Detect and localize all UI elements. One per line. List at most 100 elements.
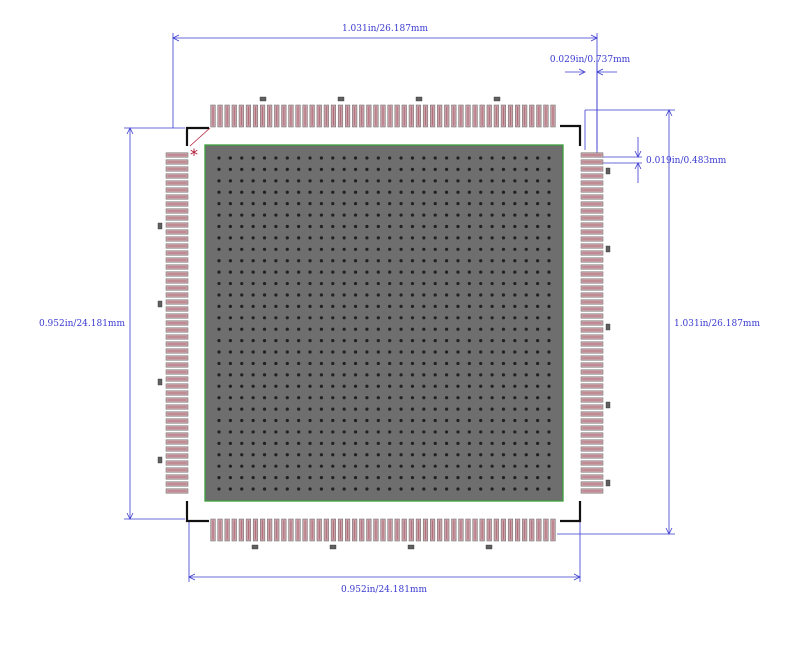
thermal-via xyxy=(467,304,471,308)
thermal-via xyxy=(490,441,494,445)
thermal-via xyxy=(399,259,403,263)
left-pad xyxy=(165,488,189,494)
thermal-via xyxy=(353,247,358,251)
left-pad xyxy=(165,313,189,319)
thermal-via xyxy=(433,167,437,172)
thermal-via xyxy=(399,453,403,457)
thermal-via xyxy=(308,407,312,411)
thermal-via xyxy=(228,304,232,308)
top-pad xyxy=(295,104,301,128)
top-pad xyxy=(245,104,251,128)
thermal-via xyxy=(388,270,392,274)
thermal-via xyxy=(547,407,551,411)
thermal-via xyxy=(353,156,358,160)
thermal-via xyxy=(536,430,540,434)
thermal-via xyxy=(228,156,232,160)
thermal-via xyxy=(342,384,346,388)
thermal-via xyxy=(456,167,460,172)
thermal-via xyxy=(388,224,392,229)
bottom-pad xyxy=(529,518,535,542)
thermal-via xyxy=(479,475,483,480)
thermal-via xyxy=(297,316,301,320)
thermal-via xyxy=(399,281,403,286)
thermal-via xyxy=(490,270,494,274)
thermal-via xyxy=(524,304,528,308)
thermal-via xyxy=(524,156,528,160)
thermal-via xyxy=(547,259,551,263)
thermal-via xyxy=(513,327,517,331)
thermal-via xyxy=(365,384,369,388)
top-pad xyxy=(302,104,308,128)
thermal-via xyxy=(251,202,255,206)
thermal-via xyxy=(240,396,244,400)
thermal-via xyxy=(547,293,551,297)
thermal-via xyxy=(547,339,551,343)
thermal-via xyxy=(274,281,278,286)
thermal-via xyxy=(422,167,426,172)
thermal-via xyxy=(479,350,483,354)
right-pad xyxy=(580,278,604,284)
thermal-via xyxy=(353,236,358,240)
thermal-via xyxy=(490,361,494,366)
thermal-via xyxy=(217,247,221,251)
fiducial-mark xyxy=(157,300,163,308)
thermal-via xyxy=(399,464,403,468)
thermal-via xyxy=(444,167,449,172)
thermal-via xyxy=(285,418,289,423)
right-pad xyxy=(580,453,604,459)
left-pad xyxy=(165,376,189,382)
fiducial-mark xyxy=(415,96,423,102)
thermal-via xyxy=(240,384,244,388)
thermal-via xyxy=(490,293,494,297)
thermal-via xyxy=(422,224,426,229)
thermal-via xyxy=(274,464,278,468)
thermal-via xyxy=(262,167,267,172)
thermal-via xyxy=(342,179,346,183)
top-pad xyxy=(387,104,393,128)
thermal-via xyxy=(251,441,255,445)
left-pad xyxy=(165,446,189,452)
fiducial-mark xyxy=(605,245,611,253)
thermal-via xyxy=(513,316,517,320)
thermal-via xyxy=(353,418,358,423)
thermal-via xyxy=(331,281,335,286)
thermal-via xyxy=(399,407,403,411)
thermal-via xyxy=(251,384,255,388)
left-pad xyxy=(165,432,189,438)
left-pad xyxy=(165,215,189,221)
thermal-via xyxy=(262,224,267,229)
thermal-via xyxy=(433,384,437,388)
dim-top-width-label: 1.031in/26.187mm xyxy=(342,24,428,34)
bottom-pad-row xyxy=(210,518,556,542)
thermal-via xyxy=(365,179,369,183)
thermal-via xyxy=(297,247,301,251)
thermal-via xyxy=(251,475,255,480)
thermal-via xyxy=(399,304,403,308)
thermal-via xyxy=(376,293,380,297)
thermal-via xyxy=(240,418,244,423)
thermal-via xyxy=(501,316,506,320)
thermal-via xyxy=(308,179,312,183)
thermal-via xyxy=(536,464,540,468)
thermal-via xyxy=(479,281,483,286)
thermal-via xyxy=(422,156,426,160)
thermal-via xyxy=(376,213,380,217)
thermal-via xyxy=(365,475,369,480)
thermal-via xyxy=(467,441,471,445)
thermal-via xyxy=(331,259,335,263)
thermal-via xyxy=(217,270,221,274)
thermal-via xyxy=(376,464,380,468)
thermal-via xyxy=(240,441,244,445)
thermal-via xyxy=(297,339,301,343)
pin1-chamfer-line xyxy=(189,127,211,147)
thermal-via xyxy=(297,487,301,491)
top-pad xyxy=(309,104,315,128)
top-pad xyxy=(444,104,450,128)
thermal-via xyxy=(524,430,528,434)
thermal-via xyxy=(422,407,426,411)
left-pad xyxy=(165,306,189,312)
thermal-via xyxy=(228,384,232,388)
thermal-via xyxy=(274,213,278,217)
thermal-via xyxy=(490,327,494,331)
thermal-via xyxy=(285,213,289,217)
